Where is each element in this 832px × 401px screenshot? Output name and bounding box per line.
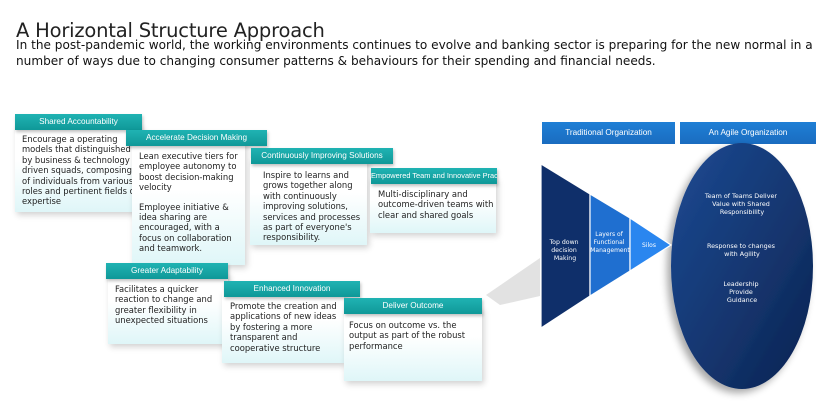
- card-text: Employee initiative & idea sharing are e…: [139, 201, 232, 254]
- card-body-enhanced-innovation: Promote the creation and applications of…: [230, 301, 342, 362]
- agile-point-team-of-teams: Team of Teams Deliver Value with Shared …: [704, 192, 779, 216]
- card-continuously-improving-solutions: [250, 158, 367, 245]
- triangle-label-functional-management: Layers of Functional Management: [590, 231, 630, 254]
- card-body-empowered-team: Multi-disciplinary and outcome-driven te…: [378, 189, 494, 229]
- card-body-greater-adaptability: Facilitates a quicker reaction to change…: [115, 284, 225, 335]
- card-heading-enhanced-innovation: Enhanced Innovation: [224, 281, 360, 297]
- triangle-level-top-down: [540, 162, 591, 330]
- card-text: Lean executive tiers for employee autono…: [139, 151, 238, 193]
- card-heading-continuously-improving-solutions: Continuously Improving Solutions: [251, 148, 393, 164]
- page-subtitle: In the post-pandemic world, the working …: [16, 38, 813, 68]
- card-shared-accountability: [15, 125, 142, 212]
- agile-organization-header: An Agile Organization: [680, 122, 816, 144]
- card-heading-accelerate-decision-making: Accelerate Decision Making: [126, 130, 267, 146]
- card-enhanced-innovation: [222, 290, 344, 363]
- card-heading-greater-adaptability: Greater Adaptability: [106, 263, 228, 279]
- card-text: Promote the creation and applications of…: [230, 301, 337, 353]
- card-body-deliver-outcome: Focus on outcome vs. the output as part …: [349, 320, 473, 360]
- card-heading-deliver-outcome: Deliver Outcome: [344, 298, 482, 314]
- card-text: Facilitates a quicker reaction to change…: [115, 284, 213, 326]
- card-greater-adaptability: [108, 272, 228, 344]
- card-deliver-outcome: [344, 307, 482, 381]
- traditional-organization-header: Traditional Organization: [542, 122, 675, 144]
- page-title: A Horizontal Structure Approach: [16, 19, 325, 43]
- triangle-label-top-down: Top down decision Making: [548, 239, 580, 262]
- card-text: Multi-disciplinary and outcome-driven te…: [378, 189, 494, 220]
- agile-point-leadership: Leadership Provide Guidance: [723, 280, 760, 304]
- card-body-shared-accountability: Encourage a operating models that distin…: [22, 134, 138, 216]
- card-empowered-team: [370, 177, 496, 233]
- triangle-level-functional-management: [589, 192, 631, 298]
- card-accelerate-decision-making: [132, 140, 245, 265]
- triangle-label-silos: Silos: [642, 242, 656, 249]
- card-text: Focus on outcome vs. the output as part …: [349, 320, 466, 351]
- card-heading-shared-accountability: Shared Accountability: [15, 114, 142, 130]
- card-text: Encourage a operating models that distin…: [22, 134, 138, 207]
- triangle-level-silos: [629, 216, 673, 273]
- card-body-continuously-improving-solutions: Inspire to learns and grows together alo…: [263, 170, 365, 252]
- card-text: Inspire to learns and grows together alo…: [263, 170, 361, 243]
- agile-organization-ellipse: [671, 143, 813, 389]
- card-heading-empowered-team: Empowered Team and Innovative Practices: [371, 168, 497, 184]
- card-body-accelerate-decision-making: Lean executive tiers for employee autono…: [139, 151, 243, 263]
- agile-point-response-to-changes: Response to changes with Agility: [707, 242, 777, 258]
- triangle-shadow: [486, 258, 540, 305]
